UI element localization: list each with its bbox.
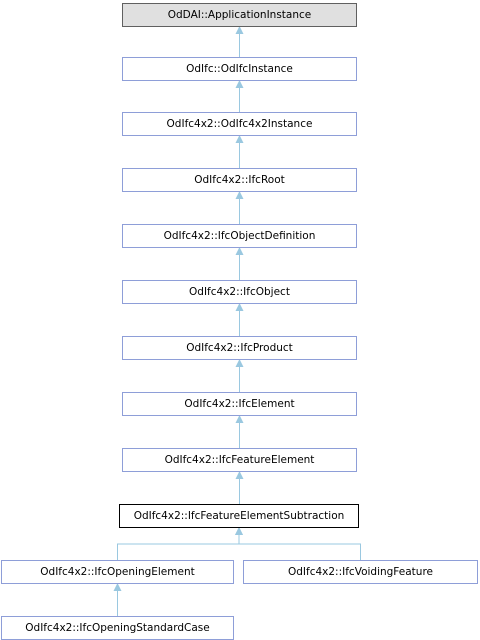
- class-node-application-instance[interactable]: OdDAI::ApplicationInstance: [122, 3, 357, 27]
- class-node-ifc-feature-element[interactable]: OdIfc4x2::IfcFeatureElement: [122, 448, 357, 472]
- class-node-odifc4x2-instance[interactable]: OdIfc4x2::OdIfc4x2Instance: [122, 112, 357, 136]
- inheritance-edge-n10-to-n9: [117, 527, 243, 560]
- class-node-ifc-product[interactable]: OdIfc4x2::IfcProduct: [122, 336, 357, 360]
- class-node-ifc-opening-standard-case[interactable]: OdIfc4x2::IfcOpeningStandardCase: [1, 616, 234, 640]
- class-node-ifc-root[interactable]: OdIfc4x2::IfcRoot: [122, 168, 357, 192]
- inheritance-edge-n11-to-n9: [235, 527, 361, 560]
- class-node-ifc-element[interactable]: OdIfc4x2::IfcElement: [122, 392, 357, 416]
- class-node-ifc-feature-element-subtraction: OdIfc4x2::IfcFeatureElementSubtraction: [119, 504, 359, 528]
- class-node-ifc-object[interactable]: OdIfc4x2::IfcObject: [122, 280, 357, 304]
- class-node-odifc-instance[interactable]: OdIfc::OdIfcInstance: [122, 57, 357, 81]
- class-node-ifc-opening-element[interactable]: OdIfc4x2::IfcOpeningElement: [1, 560, 234, 584]
- class-node-ifc-voiding-feature[interactable]: OdIfc4x2::IfcVoidingFeature: [243, 560, 478, 584]
- class-node-ifc-object-definition[interactable]: OdIfc4x2::IfcObjectDefinition: [122, 224, 357, 248]
